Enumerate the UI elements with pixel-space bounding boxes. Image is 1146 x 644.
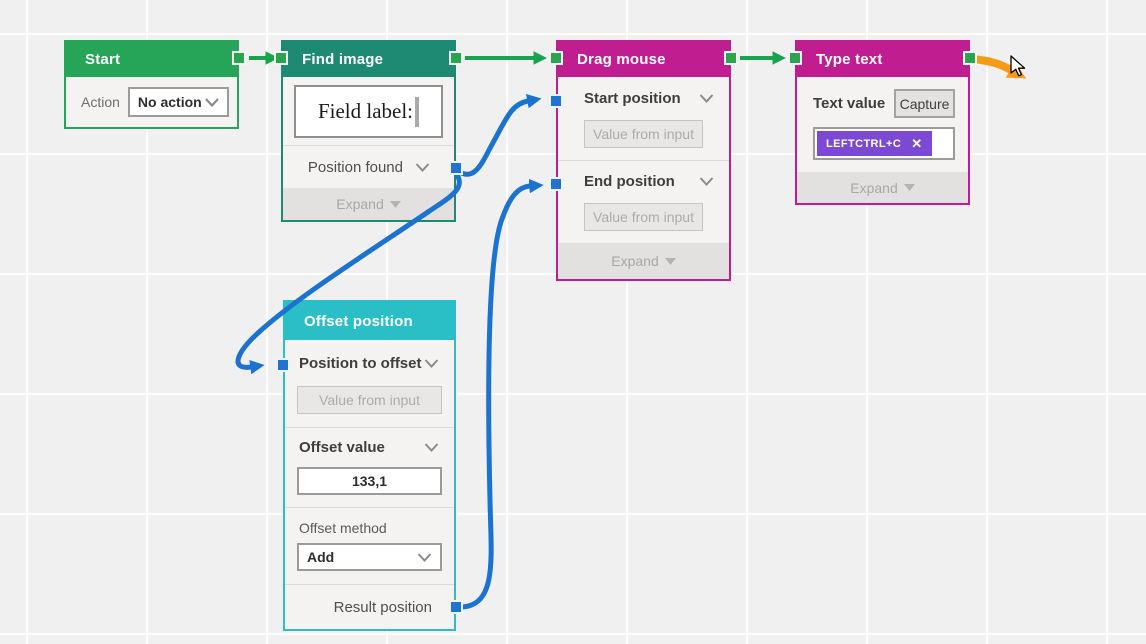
node-find-image-title: Find image [302, 51, 384, 68]
position-to-offset-value-from-input-button[interactable]: Value from input [297, 386, 442, 414]
position-found-label: Position found [307, 158, 403, 176]
action-label: Action [81, 94, 120, 110]
drag-mouse-expand-button[interactable]: Expand [558, 243, 729, 279]
value-from-input-label: Value from input [319, 392, 420, 408]
start-position-value-from-input-button[interactable]: Value from input [584, 120, 703, 148]
text-value-input[interactable]: LEFTCTRL+C ✕ [813, 127, 955, 160]
port-dragmouse-start-position-in[interactable] [549, 94, 563, 108]
node-offset-position-header[interactable]: Offset position [285, 302, 454, 340]
node-type-text: Type text Text value Capture LEFTCTRL+C … [795, 40, 970, 205]
node-drag-mouse-header[interactable]: Drag mouse [558, 42, 729, 77]
offset-value-input[interactable]: 133,1 [297, 467, 442, 495]
port-start-flow-out[interactable] [232, 51, 246, 65]
node-start-title: Start [85, 51, 121, 68]
offset-value-row[interactable]: Offset value [285, 427, 454, 467]
node-drag-mouse-title: Drag mouse [577, 51, 666, 68]
capture-button[interactable]: Capture [894, 89, 955, 118]
value-from-input-label: Value from input [593, 126, 694, 142]
connection-positionfound-to-startposition[interactable] [455, 94, 542, 177]
port-dragmouse-flow-out[interactable] [724, 51, 738, 65]
text-value-label: Text value [813, 95, 886, 112]
node-drag-mouse: Drag mouse Start position Value from inp… [556, 40, 731, 281]
capture-button-label: Capture [899, 95, 950, 112]
value-from-input-label: Value from input [593, 209, 694, 225]
offset-method-value: Add [307, 549, 335, 565]
node-start: Start Action No action [64, 40, 239, 129]
end-position-label: End position [584, 173, 675, 190]
node-find-image-header[interactable]: Find image [283, 42, 454, 77]
position-to-offset-label: Position to offset [299, 354, 422, 372]
end-position-value-from-input-button[interactable]: Value from input [584, 203, 703, 231]
key-combination-tag[interactable]: LEFTCTRL+C ✕ [817, 131, 932, 156]
node-type-text-header[interactable]: Type text [797, 42, 968, 77]
position-found-row[interactable]: Position found [283, 145, 454, 188]
node-find-image: Find image Field label: Position found E… [281, 40, 456, 222]
expand-label: Expand [336, 196, 384, 212]
chevron-down-icon [205, 97, 219, 107]
action-dropdown[interactable]: No action [127, 87, 229, 117]
remove-tag-icon[interactable]: ✕ [911, 135, 923, 151]
triangle-down-icon [664, 257, 676, 265]
port-typetext-flow-out[interactable] [963, 51, 977, 65]
port-dragmouse-end-position-in[interactable] [549, 177, 563, 191]
node-start-header[interactable]: Start [66, 42, 237, 77]
offset-value-text: 133,1 [351, 473, 388, 489]
triangle-down-icon [389, 200, 401, 208]
port-findimage-position-found-out[interactable] [449, 161, 463, 175]
port-dragmouse-flow-in[interactable] [549, 51, 563, 65]
offset-method-dropdown[interactable]: Add [297, 543, 442, 571]
offset-value-label: Offset value [299, 439, 385, 456]
port-findimage-flow-in[interactable] [274, 51, 288, 65]
port-findimage-flow-out[interactable] [449, 51, 463, 65]
chevron-down-icon [415, 162, 430, 172]
find-image-expand-button[interactable]: Expand [283, 188, 454, 220]
chevron-down-icon [424, 358, 439, 368]
node-type-text-title: Type text [816, 51, 883, 68]
type-text-expand-button[interactable]: Expand [797, 172, 968, 203]
chevron-down-icon [699, 93, 714, 103]
start-position-row[interactable]: Start position [558, 77, 729, 119]
connection-resultposition-to-endposition[interactable] [458, 178, 544, 610]
chevron-down-icon [424, 443, 439, 452]
find-image-preview-text: Field label: [317, 99, 414, 123]
port-typetext-flow-in[interactable] [788, 51, 802, 65]
chevron-down-icon [417, 552, 432, 562]
end-position-row[interactable]: End position [558, 160, 729, 202]
expand-label: Expand [611, 253, 659, 269]
port-offset-result-position-out[interactable] [449, 600, 463, 614]
action-dropdown-value: No action [137, 94, 202, 110]
find-image-preview[interactable]: Field label: [294, 85, 443, 138]
result-position-row[interactable]: Result position [285, 584, 454, 629]
expand-label: Expand [850, 179, 898, 196]
key-combination-text: LEFTCTRL+C [826, 137, 902, 150]
text-caret-icon [415, 96, 420, 127]
triangle-down-icon [903, 184, 915, 191]
node-offset-position-title: Offset position [304, 312, 413, 330]
chevron-down-icon [699, 177, 714, 186]
offset-method-label: Offset method [299, 520, 387, 536]
port-offset-position-to-offset-in[interactable] [276, 358, 290, 372]
result-position-label: Result position [333, 598, 432, 616]
connection-typetext-dragging[interactable] [969, 55, 1027, 79]
node-offset-position: Offset position Position to offset Value… [283, 300, 456, 631]
start-position-label: Start position [584, 89, 681, 107]
position-to-offset-row[interactable]: Position to offset [285, 340, 454, 386]
